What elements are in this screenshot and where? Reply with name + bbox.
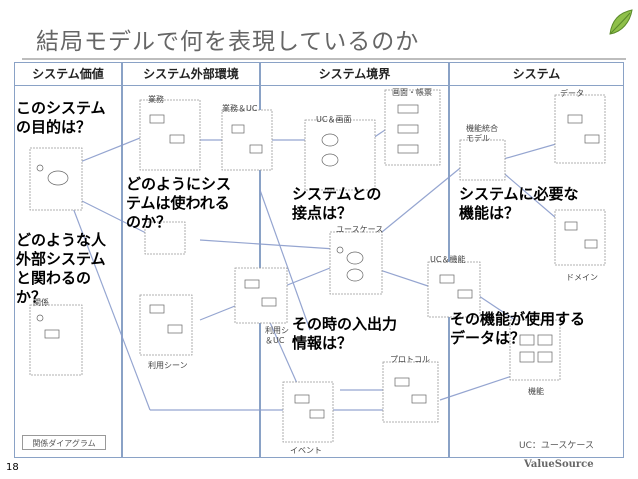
column-header-boundary: システム境界: [318, 67, 391, 81]
column-header-external: システム外部環境: [143, 67, 239, 81]
label-screen-form: 画面・帳票: [392, 88, 432, 97]
page-title: 結局モデルで何を表現しているのか: [36, 29, 420, 55]
question-touchpoint: システムとの 接点は？: [292, 185, 382, 222]
column-header-system: システム: [512, 67, 561, 81]
column-divider: [448, 63, 450, 457]
label-gyomu-uc: 業務＆UC: [222, 104, 258, 113]
label-domain: ドメイン: [566, 273, 598, 282]
leaf-logo-icon: [609, 9, 633, 35]
label-riyou-scene: 利用シーン: [148, 361, 188, 370]
label-event: イベント: [290, 446, 322, 455]
label-uc-kinou: UC＆機能: [430, 255, 466, 264]
diagram-frame: [14, 62, 624, 458]
question-usage: どのようにシス テムは使われる のか？: [126, 175, 232, 231]
label-kinou: 機能: [528, 387, 544, 396]
label-kinou-tougou: 機能統合 モデル: [466, 124, 498, 143]
label-usecase: ユースケース: [336, 225, 384, 234]
question-functions: システムに必要な 機能は？: [459, 185, 579, 222]
footer-logo: ValueSource: [524, 459, 594, 470]
column-header-value: システム価値: [32, 67, 104, 81]
question-actors: どのような人 外部システム と関わるの か？: [16, 231, 107, 306]
title-underline: [22, 58, 626, 60]
column-divider: [121, 63, 123, 457]
uc-note: UC：ユースケース: [519, 441, 594, 451]
question-data: その機能が使用する データは？: [450, 310, 586, 347]
label-kankei: 関係: [33, 298, 49, 307]
label-protocol: プロトコル: [390, 355, 430, 364]
column-divider: [259, 63, 261, 457]
question-io: その時の入出力 情報は？: [292, 315, 398, 352]
legend-box: 関係ダイアグラム: [22, 435, 106, 450]
question-purpose: このシステム の目的は？: [16, 99, 106, 136]
label-gyomu: 業務: [148, 95, 164, 104]
label-riyou-uc: 利用シ ＆UC: [265, 326, 289, 345]
label-uc-screen: UC＆画面: [316, 115, 352, 124]
page-number: 18: [6, 462, 19, 473]
label-data: データ: [560, 89, 584, 98]
header-rule: [15, 85, 623, 86]
